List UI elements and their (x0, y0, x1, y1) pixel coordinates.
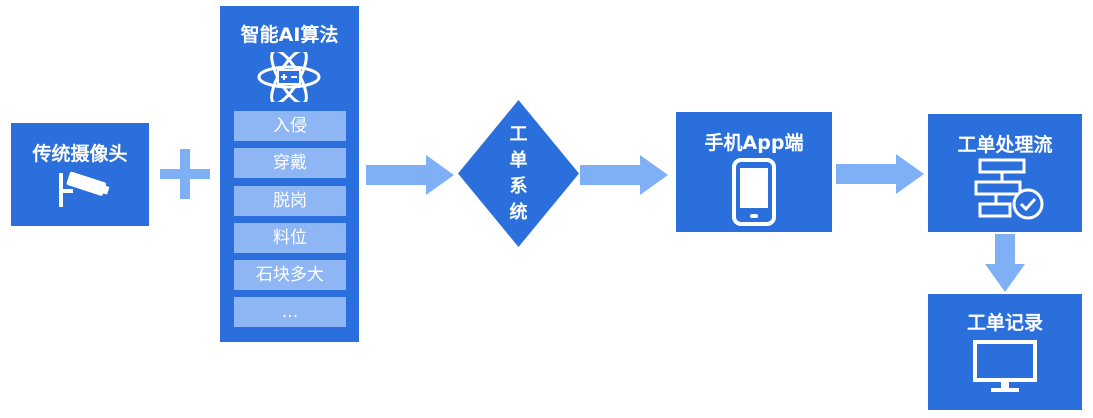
ticket-system-char: 单 (509, 150, 528, 171)
monitor-icon (973, 340, 1037, 392)
cctv-camera-icon (59, 171, 110, 207)
arrow-down-icon (985, 234, 1025, 292)
plus-icon (160, 149, 210, 199)
smartphone-icon (732, 158, 776, 226)
ai-item: 穿戴 (234, 148, 346, 178)
records-node: 工单记录 (928, 294, 1082, 410)
arrow-right-icon (366, 155, 454, 195)
atom-icon (257, 52, 321, 102)
arrow-right-icon (580, 155, 668, 195)
workflow-label: 工单处理流 (957, 134, 1053, 156)
ai-algorithm-label: 智能AI算法 (240, 24, 339, 46)
workflow-node: 工单处理流 (928, 114, 1082, 232)
ai-item: ... (234, 297, 346, 327)
ai-item: 脱岗 (234, 186, 346, 216)
ticket-system-char: 统 (509, 202, 528, 223)
ai-algorithm-node: 智能AI算法 入侵 穿戴 脱岗 料位 石块多大 ... (220, 6, 359, 342)
ticket-system-char: 系 (509, 176, 528, 197)
ticket-system-char: 工 (509, 124, 528, 145)
mobile-app-label: 手机App端 (704, 132, 804, 154)
camera-node: 传统摄像头 (11, 123, 149, 226)
diamond-shape (458, 100, 579, 247)
workflow-check-icon (974, 158, 1044, 220)
ai-item: 料位 (234, 223, 346, 253)
ai-item: 石块多大 (234, 260, 346, 290)
arrow-right-icon (836, 154, 924, 194)
camera-node-label: 传统摄像头 (32, 143, 128, 165)
records-label: 工单记录 (966, 312, 1043, 334)
ticket-system-node: 工 单 系 统 (458, 100, 579, 247)
mobile-app-node: 手机App端 (676, 112, 832, 232)
ai-item: 入侵 (234, 111, 346, 141)
